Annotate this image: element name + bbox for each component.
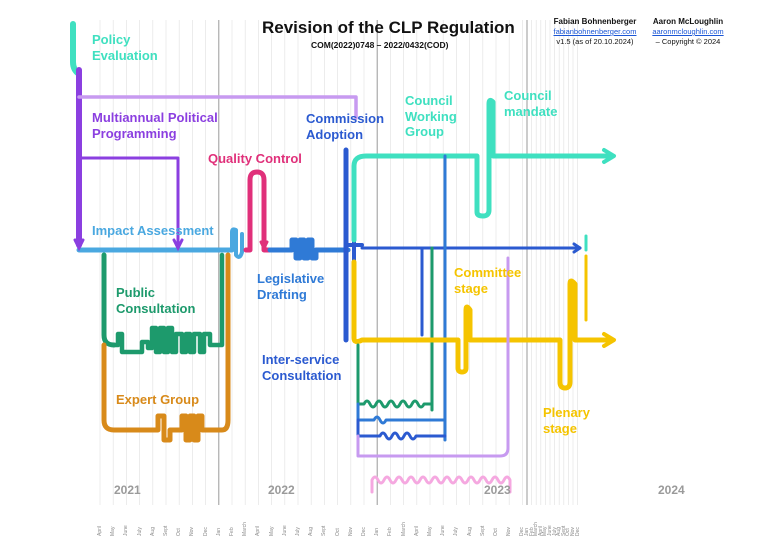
version-text: v1.5 (as of 20.10.2024) <box>556 37 634 46</box>
year-label-2022: 2022 <box>268 483 295 497</box>
month-label: June <box>440 525 447 536</box>
month-label: June <box>123 525 130 536</box>
year-label-2021: 2021 <box>114 483 141 497</box>
author-name-2: Aaron McLoughlin <box>652 17 724 26</box>
author-name-1: Fabian Bohnenberger <box>553 17 637 26</box>
author-block-2: Aaron McLoughlin aaronmcloughlin.com – C… <box>648 17 728 47</box>
label-impact-assessment: Impact Assessment <box>92 223 214 238</box>
expert-group-track <box>101 252 231 443</box>
page-title: Revision of the CLP Regulation <box>262 18 515 37</box>
month-label: May <box>427 526 433 536</box>
quality-control-track <box>243 169 273 253</box>
month-label: Dec <box>202 527 209 536</box>
month-label: Feb <box>229 527 235 536</box>
month-label: Dec <box>574 527 581 536</box>
month-label: July <box>453 527 460 536</box>
month-label: Sept <box>479 525 486 536</box>
month-label: Oct <box>493 528 499 536</box>
month-label: April <box>413 525 420 536</box>
procedure-reference: COM(2022)0748 – 2022/0432(COD) <box>311 40 449 50</box>
month-label: June <box>281 525 288 536</box>
month-label: Aug <box>466 527 473 536</box>
month-label: Oct <box>334 528 341 536</box>
month-label: Nov <box>347 527 354 536</box>
month-label: Aug <box>308 527 315 536</box>
author-link-1[interactable]: fabianbohnenberger.com <box>553 27 637 36</box>
month-label: Nov <box>189 527 196 536</box>
month-label: Sept <box>321 525 328 536</box>
month-label: May <box>110 526 117 536</box>
legislative-drafting-track <box>267 147 364 343</box>
month-label: April <box>255 525 262 536</box>
month-label: Oct <box>176 528 183 536</box>
council-working-group-track <box>351 97 616 243</box>
copyright-text: – Copyright © 2024 <box>655 37 721 46</box>
label-quality-control: Quality Control <box>208 151 302 166</box>
month-label: March <box>242 522 249 536</box>
label-expert-group: Expert Group <box>116 392 200 407</box>
month-label: Aug <box>149 527 156 536</box>
author-block-1: Fabian Bohnenberger fabianbohnenberger.c… <box>545 17 645 47</box>
month-label: Jan <box>215 527 222 536</box>
policy-evaluation-track <box>70 21 82 77</box>
author-link-2[interactable]: aaronmcloughlin.com <box>652 27 724 36</box>
month-label: July <box>295 527 301 536</box>
year-label-2023: 2023 <box>484 483 511 497</box>
multiannual-track <box>76 67 358 248</box>
month-label: April <box>97 525 103 536</box>
commission-blue-tracks <box>360 154 588 442</box>
month-label: March <box>400 522 407 536</box>
month-label: Feb <box>387 527 394 536</box>
inter-service-tracks <box>356 343 512 494</box>
year-label-2024: 2024 <box>658 483 685 497</box>
month-label: Jan <box>374 527 381 536</box>
month-label: May <box>268 526 275 536</box>
month-label: Nov <box>506 527 513 536</box>
month-label: July <box>136 527 143 536</box>
public-consultation-track <box>101 252 225 355</box>
month-label: Dec <box>361 527 367 536</box>
impact-assessment-track <box>76 227 244 259</box>
committee-stage-track <box>351 254 616 442</box>
arrow-heads <box>73 238 269 252</box>
month-gridlines <box>99 20 578 505</box>
month-label: Sept <box>163 525 169 536</box>
